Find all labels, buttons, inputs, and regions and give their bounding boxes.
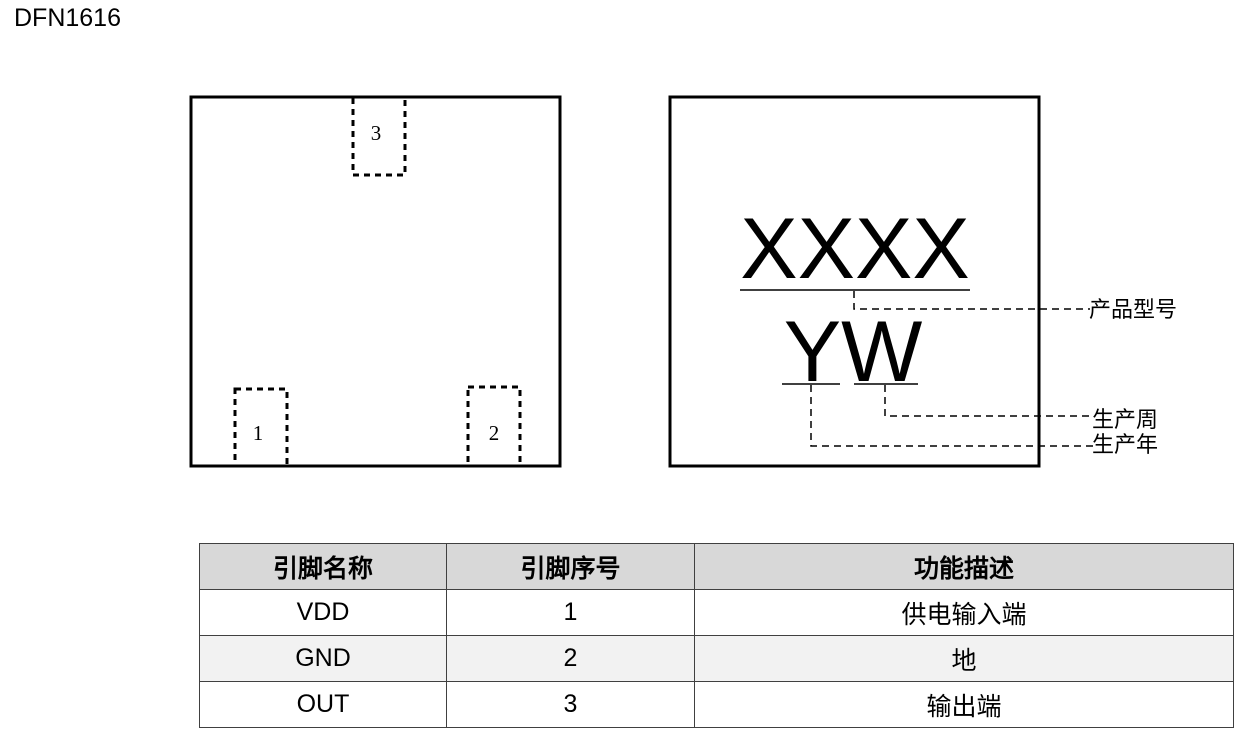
table-row: VDD 1 供电输入端 xyxy=(199,589,1234,636)
pin-function-table: 引脚名称 引脚序号 功能描述 VDD 1 供电输入端 GND 2 地 OUT 3… xyxy=(199,543,1234,728)
leader-production-year xyxy=(810,385,1093,447)
leader-product-model xyxy=(853,291,1090,310)
cell-pin-name: OUT xyxy=(199,681,447,728)
marking-date-code: YW xyxy=(784,304,923,400)
leader-production-week xyxy=(884,385,1093,417)
cell-function: 供电输入端 xyxy=(694,589,1234,636)
pin-1-pad xyxy=(233,387,289,468)
pin-2-pad xyxy=(466,385,522,468)
header-function: 功能描述 xyxy=(694,543,1234,590)
callout-product-model: 产品型号 xyxy=(1089,298,1177,323)
pin-3-label: 3 xyxy=(371,121,382,145)
cell-pin-name: GND xyxy=(199,635,447,682)
table-row: OUT 3 输出端 xyxy=(199,681,1234,728)
callout-production-year: 生产年 xyxy=(1092,433,1158,458)
cell-pin-number: 1 xyxy=(446,589,695,636)
cell-pin-name: VDD xyxy=(199,589,447,636)
pin-3-pad xyxy=(351,95,407,177)
callout-production-week: 生产周 xyxy=(1092,408,1158,433)
marking-product-code: XXXX xyxy=(740,201,969,297)
pin-1-label: 1 xyxy=(253,421,264,445)
header-pin-name: 引脚名称 xyxy=(199,543,447,590)
bottom-view-outline xyxy=(189,95,562,468)
cell-pin-number: 2 xyxy=(446,635,695,682)
table-row: GND 2 地 xyxy=(199,635,1234,682)
pin-2-label: 2 xyxy=(489,421,500,445)
cell-function: 输出端 xyxy=(694,681,1234,728)
package-diagram: 3 1 2 XXXX YW 产品型号 生产周 生产年 xyxy=(189,95,1177,468)
table-header-row: 引脚名称 引脚序号 功能描述 xyxy=(199,543,1234,590)
top-view-outline xyxy=(668,95,1041,468)
package-title: DFN1616 xyxy=(14,4,121,32)
cell-function: 地 xyxy=(694,635,1234,682)
header-pin-number: 引脚序号 xyxy=(446,543,695,590)
cell-pin-number: 3 xyxy=(446,681,695,728)
